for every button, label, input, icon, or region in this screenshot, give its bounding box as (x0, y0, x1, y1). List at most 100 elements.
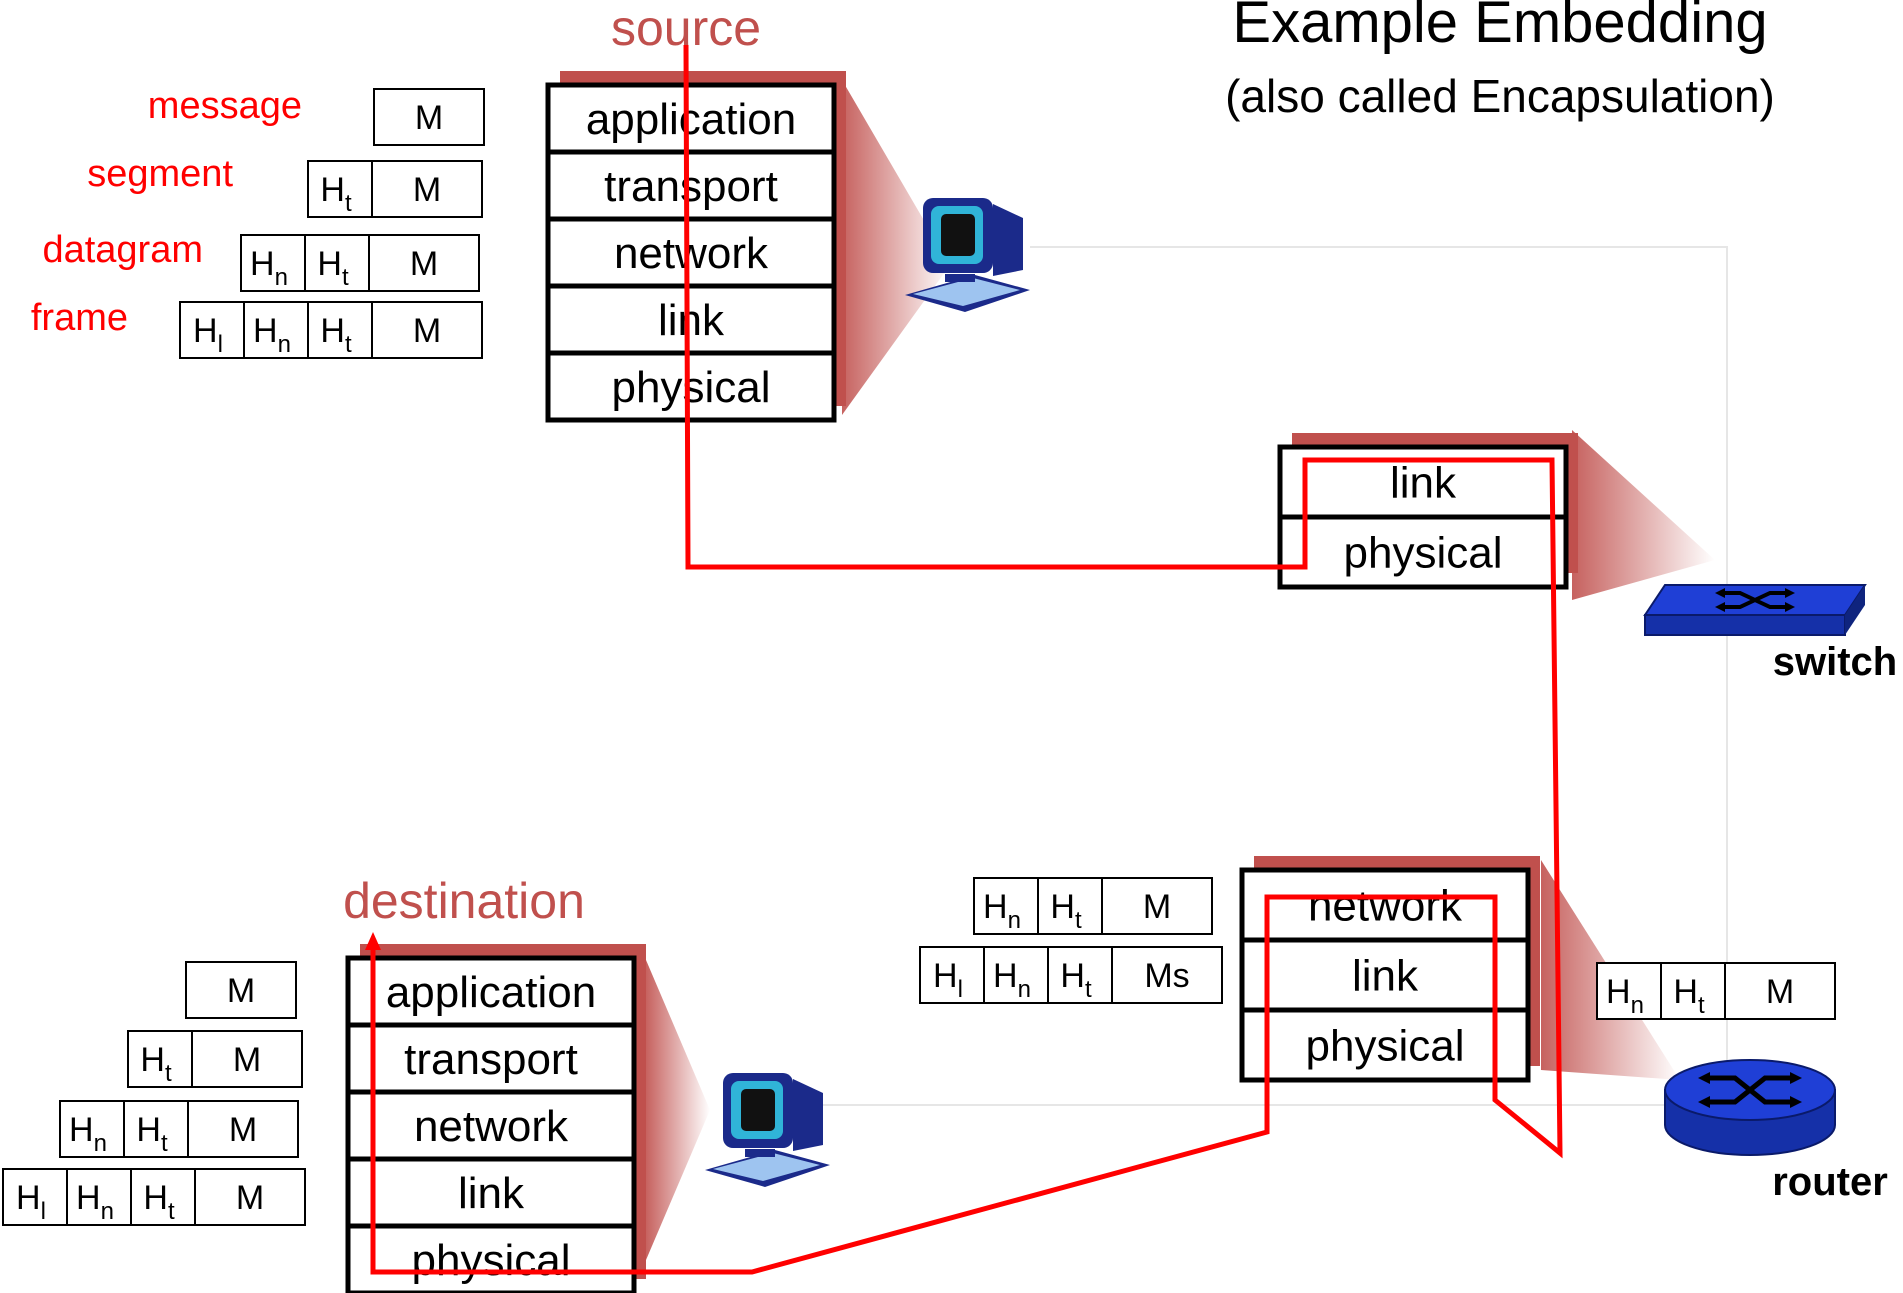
header-cell-text: Ms (1144, 957, 1189, 995)
packet-cell (983, 946, 1049, 1004)
packet-dest-datagram: Hn Ht M (59, 1100, 299, 1158)
router-layer-label: physical (1306, 1021, 1465, 1070)
header-cell-text: M (229, 1111, 257, 1149)
switch-protocol-stack: link physical (1277, 433, 1578, 590)
packet-router-datagram: Hn Ht M (973, 877, 1213, 935)
packet-cell (130, 1168, 196, 1226)
router-icon (1664, 1059, 1836, 1156)
packet-cell (2, 1168, 68, 1226)
switch-icon (1643, 584, 1867, 636)
destination-label: destination (343, 873, 585, 929)
destination-layer-label: application (386, 968, 596, 1017)
header-cell-text: Hn (253, 312, 291, 358)
header-cell-text: Ht (136, 1111, 168, 1157)
router-layer-label: network (1308, 881, 1463, 930)
packet-cell (371, 160, 483, 218)
data-path-arrowhead (365, 932, 381, 950)
packet-cell (1047, 946, 1113, 1004)
packet-cell (1111, 946, 1223, 1004)
source-layer-application (545, 82, 837, 155)
source-layer-label: network (614, 229, 769, 278)
source-layer-link (545, 283, 837, 356)
computer-icon (905, 198, 1030, 312)
header-cell-text: M (1766, 973, 1794, 1011)
router-layer-label: link (1352, 951, 1419, 1000)
pdu-label-datagram: datagram (42, 229, 203, 271)
switch-layer-label: link (1390, 458, 1457, 507)
source-layer-network (545, 216, 837, 289)
network-link-wiring (820, 246, 1728, 1106)
pdu-label-message: message (148, 85, 302, 127)
router-label: router (1772, 1160, 1888, 1204)
header-cell-text: M (410, 245, 438, 283)
header-cell-text: Hn (993, 957, 1031, 1003)
pdu-label-frame: frame (31, 297, 128, 339)
destination-layer-label: network (414, 1102, 569, 1151)
header-cell-text: Ht (1050, 888, 1082, 934)
header-cell-text: M (1143, 888, 1171, 926)
packet-cell (1596, 962, 1662, 1020)
source-layer-label: application (586, 95, 796, 144)
destination-layer-label: transport (404, 1035, 578, 1084)
source-layer-label: transport (604, 162, 778, 211)
header-cell-text: Hl (933, 957, 963, 1003)
pdu-label-segment: segment (87, 153, 233, 195)
source-layer-physical (545, 350, 837, 423)
packet-cell (973, 877, 1039, 935)
header-cell-text: M (236, 1179, 264, 1217)
header-cell-text: Ht (1673, 973, 1705, 1019)
packet-cell (368, 234, 480, 292)
switch-layer-label: physical (1344, 528, 1503, 577)
packet-cell (240, 234, 306, 292)
source-layer-label: link (658, 296, 725, 345)
destination-layer-label: link (458, 1169, 525, 1218)
diagram-subtitle: (also called Encapsulation) (1225, 70, 1775, 122)
packet-cell (194, 1168, 306, 1226)
source-host-beam (842, 80, 950, 415)
header-cell-text: Ht (143, 1179, 175, 1225)
packet-cell (1101, 877, 1213, 935)
source-protocol-stack: application transport network link physical (545, 71, 846, 423)
header-cell-text: Hn (983, 888, 1021, 934)
header-cell-text: Ht (1060, 957, 1092, 1003)
computer-icon (705, 1073, 830, 1187)
packet-cell (185, 961, 297, 1019)
header-cell-text: Hn (76, 1179, 114, 1225)
header-cell-text: M (415, 99, 443, 137)
switch-label: switch (1773, 640, 1897, 684)
packet-cell (66, 1168, 132, 1226)
destination-layer-transport (345, 1022, 637, 1095)
packet-message: M (373, 88, 485, 146)
packet-dest-message: M (185, 961, 297, 1019)
destination-layer-application (345, 955, 637, 1028)
source-layer-transport (545, 149, 837, 222)
packet-cell (373, 88, 485, 146)
destination-layer-link (345, 1156, 637, 1229)
router-layer-physical (1239, 1007, 1531, 1083)
header-cell-text: M (227, 972, 255, 1010)
packet-router-frame: Hl Hn Ht Ms (919, 946, 1223, 1004)
packet-cell (187, 1100, 299, 1158)
packet-cell (191, 1030, 303, 1088)
switch-layer-physical (1277, 514, 1569, 590)
header-cell-text: Hn (69, 1111, 107, 1157)
header-cell-text: Ht (317, 245, 349, 291)
destination-host-beam (646, 960, 710, 1260)
diagram-title: Example Embedding (1232, 0, 1767, 55)
header-cell-text: Ht (320, 312, 352, 358)
packet-datagram: Hn Ht M (240, 234, 480, 292)
packet-cell (127, 1030, 193, 1088)
header-cell-text: M (413, 171, 441, 209)
header-cell-text: Hn (250, 245, 288, 291)
header-cell-text: M (233, 1041, 261, 1079)
source-layer-label: physical (612, 363, 771, 412)
destination-layer-physical (345, 1223, 637, 1293)
pdu-labels: message segment datagram frame (31, 85, 302, 339)
